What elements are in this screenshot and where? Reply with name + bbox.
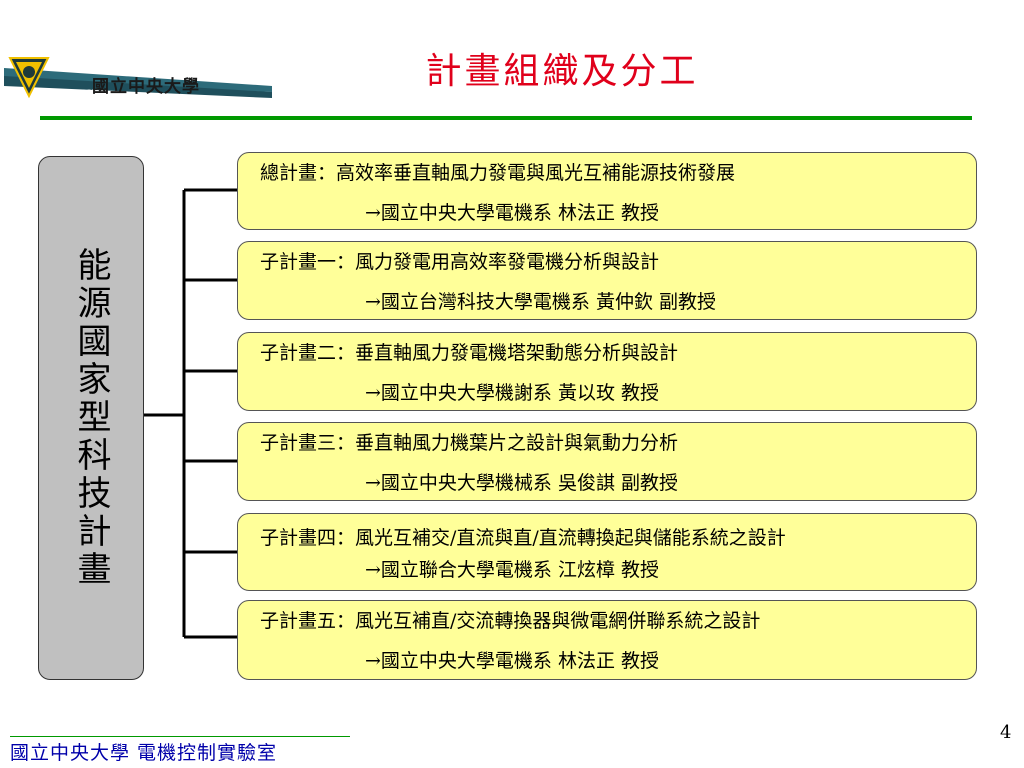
page-title: 計畫組織及分工: [425, 51, 699, 92]
project-card-sub2: 子計畫二：垂直軸風力發電機塔架動態分析與設計 →國立中央大學機謝系 黃以玫 教授: [237, 332, 977, 411]
project-title: 子計畫二：垂直軸風力發電機塔架動態分析與設計: [260, 342, 679, 364]
project-title: 子計畫四：風光互補交/直流與直/直流轉換起與儲能系統之設計: [260, 527, 786, 549]
project-assignee: →國立中央大學電機系 林法正 教授: [365, 202, 659, 224]
project-title: 子計畫三：垂直軸風力機葉片之設計與氣動力分析: [260, 432, 679, 454]
ncu-logo: NCU NCU: [4, 57, 272, 99]
footer-divider: [10, 736, 350, 737]
project-title: 子計畫五：風光互補直/交流轉換器與微電網併聯系統之設計: [260, 610, 761, 632]
project-card-sub4: 子計畫四：風光互補交/直流與直/直流轉換起與儲能系統之設計 →國立聯合大學電機系…: [237, 513, 977, 591]
program-label: 能源國家型科技計畫: [71, 247, 111, 589]
logo-ribbon-text: NCU NCU: [56, 89, 98, 99]
title-divider: [40, 116, 972, 120]
project-assignee: →國立中央大學機謝系 黃以玫 教授: [365, 382, 659, 404]
project-assignee: →國立中央大學機械系 吳俊諆 副教授: [365, 472, 678, 494]
program-box: 能源國家型科技計畫: [38, 156, 144, 680]
project-card-sub1: 子計畫一：風力發電用高效率發電機分析與設計 →國立台灣科技大學電機系 黃仲欽 副…: [237, 241, 977, 320]
project-card-main: 總計畫：高效率垂直軸風力發電與風光互補能源技術發展 →國立中央大學電機系 林法正…: [237, 152, 977, 230]
project-title: 總計畫：高效率垂直軸風力發電與風光互補能源技術發展: [260, 162, 736, 184]
project-assignee: →國立台灣科技大學電機系 黃仲欽 副教授: [365, 291, 717, 313]
project-assignee: →國立聯合大學電機系 江炫樟 教授: [365, 559, 659, 581]
project-assignee: →國立中央大學電機系 林法正 教授: [365, 650, 659, 672]
footer-lab-name: 國立中央大學 電機控制實驗室: [10, 742, 278, 764]
project-card-sub3: 子計畫三：垂直軸風力機葉片之設計與氣動力分析 →國立中央大學機械系 吳俊諆 副教…: [237, 422, 977, 501]
project-title: 子計畫一：風力發電用高效率發電機分析與設計: [260, 251, 660, 273]
page-number: 4: [1000, 722, 1012, 743]
project-card-sub5: 子計畫五：風光互補直/交流轉換器與微電網併聯系統之設計 →國立中央大學電機系 林…: [237, 600, 977, 680]
logo-text: 國立中央大學: [92, 77, 200, 97]
